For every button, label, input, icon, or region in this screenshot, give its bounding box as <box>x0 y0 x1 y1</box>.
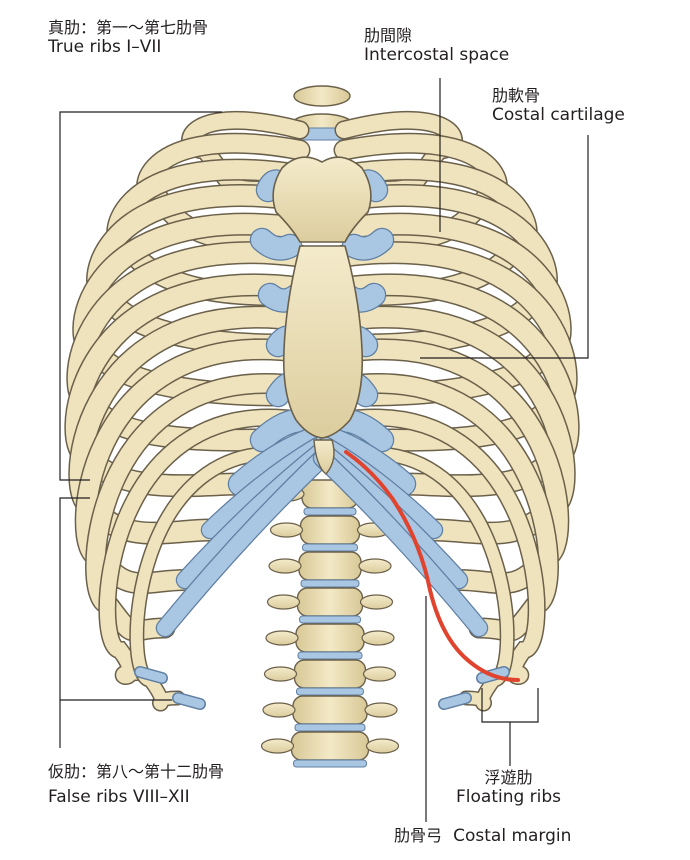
costal-margin-line <box>344 450 520 682</box>
transverse-process <box>263 666 298 682</box>
costal-cartilage <box>229 427 327 495</box>
right-ribs <box>332 111 580 712</box>
label-intercostal-jp: 肋間隙 <box>364 26 413 45</box>
true-ribs-bracket <box>59 111 222 481</box>
costal-cartilage <box>317 427 415 495</box>
label-true-ribs-jp: 真肋：第一～第七肋骨 <box>48 18 209 37</box>
vertebra <box>293 85 351 107</box>
costal-cartilage <box>251 229 301 260</box>
label-true-ribs: 真肋：第一～第七肋骨 True ribs I–VII <box>48 18 208 58</box>
label-false-ribs: 仮肋：第八～第十二肋骨 False ribs VIII–XII <box>48 762 224 808</box>
vertebra <box>296 587 364 617</box>
label-intercostal-space: 肋間隙 Intercostal space <box>364 26 509 66</box>
vertebra <box>292 695 368 725</box>
floating-rib-tip <box>173 693 205 709</box>
transverse-process <box>266 594 301 610</box>
transverse-process <box>269 522 304 538</box>
intervertebral-disc <box>303 507 357 516</box>
leader-lines <box>59 78 589 822</box>
floating-rib-tip <box>439 693 471 709</box>
intervertebral-disc <box>302 543 358 552</box>
label-false-ribs-en: False ribs VIII–XII <box>48 787 190 808</box>
intervertebral-disc <box>293 759 367 768</box>
costal-cartilage <box>343 229 393 260</box>
sternum-body <box>282 245 364 439</box>
label-floating-jp: 浮遊肋 <box>484 768 533 787</box>
intervertebral-disc <box>300 579 360 588</box>
rib <box>336 410 545 684</box>
label-floating-en: Floating ribs <box>456 787 562 808</box>
vertebra <box>293 659 367 689</box>
transverse-process <box>262 702 296 718</box>
label-margin-en: Costal margin <box>453 826 572 846</box>
floating-rib-tip <box>135 667 167 683</box>
intervertebral-disc <box>297 651 363 660</box>
xiphoid-process <box>313 439 335 475</box>
vertebra <box>299 515 361 545</box>
label-cartilage-en: Costal cartilage <box>492 105 625 126</box>
transverse-process <box>260 738 295 754</box>
label-intercostal-en: Intercostal space <box>364 45 510 66</box>
label-costal-margin: 肋骨弓 Costal margin <box>394 826 571 846</box>
cartilage-leader <box>420 135 589 359</box>
transverse-process <box>268 558 302 574</box>
rib <box>130 447 306 710</box>
false-ribs-bracket <box>59 497 172 701</box>
label-costal-cartilage: 肋軟骨 Costal cartilage <box>492 86 625 126</box>
transverse-process <box>364 702 398 718</box>
left-ribs <box>64 111 312 712</box>
label-true-ribs-en: True ribs I–VII <box>48 37 162 58</box>
transverse-process <box>359 594 394 610</box>
transverse-process <box>362 666 397 682</box>
label-margin-jp: 肋骨弓 <box>394 826 443 845</box>
transverse-process <box>265 630 299 646</box>
transverse-process <box>361 630 395 646</box>
vertebra <box>298 551 362 581</box>
intervertebral-disc <box>296 687 364 696</box>
costal-cartilage <box>314 450 487 636</box>
transverse-process <box>358 558 392 574</box>
vertebral-column <box>260 85 400 768</box>
vertebra <box>290 731 370 761</box>
vertebra <box>295 623 365 653</box>
label-false-ribs-jp: 仮肋：第八～第十二肋骨 <box>48 762 225 781</box>
manubrium <box>272 156 372 243</box>
intervertebral-disc <box>294 723 366 732</box>
costal-cartilage <box>157 450 330 636</box>
label-floating-ribs: 浮遊肋 Floating ribs <box>456 768 561 808</box>
transverse-process <box>365 738 400 754</box>
rib <box>338 447 514 710</box>
rib <box>99 410 308 684</box>
label-cartilage-jp: 肋軟骨 <box>492 86 541 105</box>
sternum <box>272 156 372 475</box>
intervertebral-disc <box>299 615 361 624</box>
